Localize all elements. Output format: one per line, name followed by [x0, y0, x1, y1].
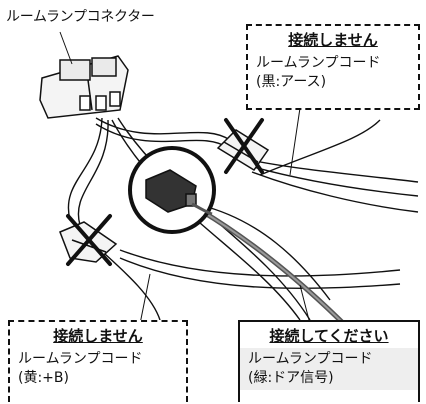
cross-mark-bottom-left: [66, 214, 112, 266]
box-heading: 接続しません: [288, 31, 378, 49]
box-line2: (黄:+B): [18, 370, 69, 386]
leader-lines: [59, 31, 311, 325]
box-line1: ルームランプコード: [18, 351, 143, 367]
box-line2: (黒:アース): [256, 74, 327, 90]
connector-label: ルームランプコネクター: [6, 9, 155, 25]
box-do-not-connect-yellow: 接続しません ルームランプコード (黄:+B): [8, 320, 188, 402]
cross-mark-top-right: [224, 118, 264, 174]
box-do-not-connect-black: 接続しません ルームランプコード (黒:アース): [246, 24, 420, 110]
box-line2: (緑:ドア信号): [248, 370, 334, 386]
box-line1: ルームランプコード: [256, 55, 381, 71]
box-please-connect-green: 接続してください ルームランプコード (緑:ドア信号): [238, 320, 420, 402]
box-heading: 接続しません: [53, 327, 143, 345]
target-connector: [145, 169, 213, 216]
green-signal-cord: [198, 207, 352, 332]
box-line1: ルームランプコード: [248, 351, 373, 367]
room-lamp-connector: [39, 55, 129, 119]
box-heading: 接続してください: [269, 327, 389, 345]
